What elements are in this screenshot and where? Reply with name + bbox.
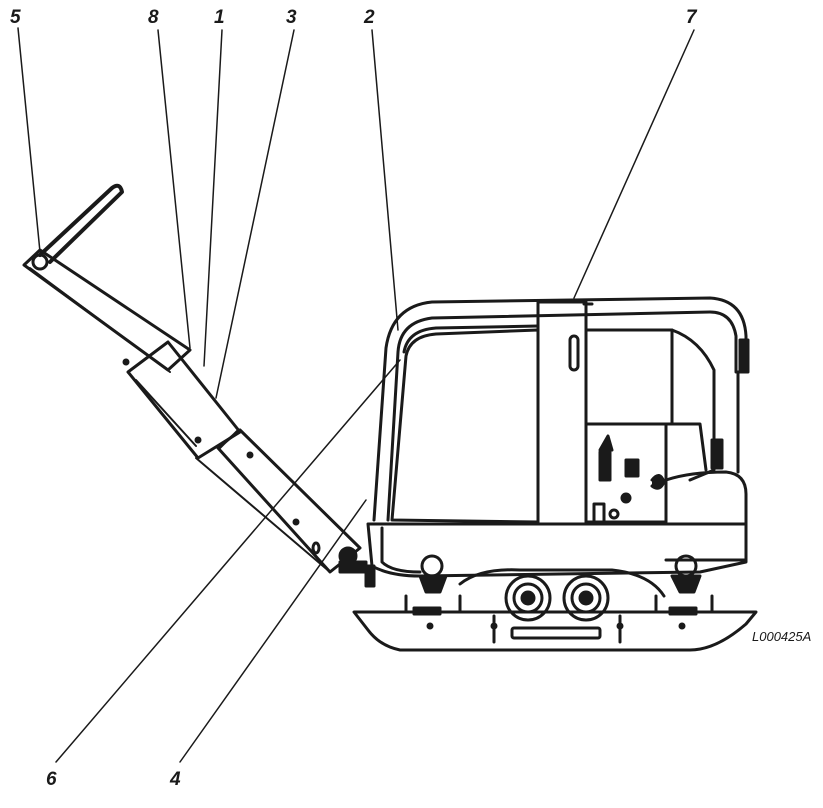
- callout-4: 4: [170, 769, 181, 790]
- leader-3: [215, 29, 295, 399]
- callout-2: 2: [364, 7, 375, 28]
- leader-1: [203, 29, 223, 367]
- leader-4: [179, 499, 367, 763]
- callout-5: 5: [10, 7, 21, 28]
- base-plate: [352, 610, 758, 652]
- lower-handle-bracket: [216, 428, 362, 574]
- leader-2: [371, 29, 399, 331]
- grip-pivot: [31, 253, 49, 271]
- callout-1: 1: [214, 7, 225, 28]
- base-housing: [352, 522, 758, 652]
- handle-assembly: [22, 183, 376, 588]
- shock-mount-left: [418, 554, 448, 594]
- callout-3: 3: [286, 7, 297, 28]
- protective-frame: [372, 296, 750, 522]
- centre-column: [536, 300, 588, 526]
- control-panel: [584, 422, 668, 524]
- callout-6: 6: [46, 769, 57, 790]
- callout-8: 8: [148, 7, 159, 28]
- mid-handle-section: [126, 340, 242, 460]
- engine-cover: [390, 300, 748, 562]
- leader-lines: [17, 27, 695, 763]
- leader-7: [573, 29, 695, 299]
- leader-5: [17, 27, 41, 253]
- shock-mount-right: [670, 554, 702, 594]
- handle-grip: [38, 183, 124, 264]
- figure-reference-code: L000425A: [752, 629, 812, 644]
- leader-6: [55, 359, 401, 763]
- upper-handle-tube: [22, 248, 192, 372]
- leader-8: [157, 29, 191, 349]
- callout-7: 7: [686, 7, 697, 28]
